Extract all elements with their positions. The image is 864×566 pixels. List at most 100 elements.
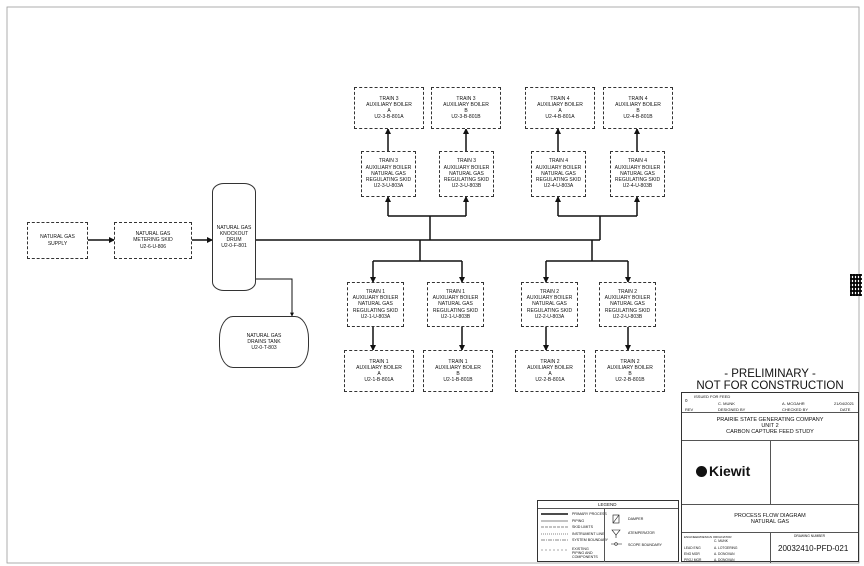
equipment-label-line: REGULATING SKID — [614, 177, 661, 184]
equipment-label-line: REGULATING SKID — [352, 307, 399, 314]
equipment-label-line: NATURAL GAS — [40, 234, 75, 241]
equipment-label-line: METERING SKID — [133, 237, 173, 244]
equipment-label-line: NATURAL GAS — [449, 170, 484, 177]
equipment-label-line: TRAIN 1 — [448, 358, 468, 365]
title-block: 0 ISSUED FOR FEED C. MUNK A. MCGAHR 21/0… — [681, 392, 859, 563]
equipment-label-line: NATURAL GAS — [610, 301, 645, 308]
equipment-label-line: TRAIN 3 — [456, 158, 477, 165]
signoff-divider — [770, 533, 771, 563]
equipment-label-line: TRAIN 2 — [540, 358, 560, 365]
equipment-label-line: NATURAL GAS — [135, 231, 171, 238]
equipment-label-line: REGULATING SKID — [432, 307, 479, 314]
equipment-label-line: U2-4-U-803B — [622, 183, 653, 190]
equipment-label-line: U2-3-B-801A — [374, 114, 404, 121]
preliminary-line1: - PRELIMINARY - — [724, 368, 816, 380]
drawing-title-block: PROCESS FLOW DIAGRAM NATURAL GAS — [682, 505, 858, 533]
equipment-label-line: AUXILIARY BOILER — [352, 295, 399, 302]
equipment-label-line: U2-6-U-806 — [139, 243, 167, 250]
equipment-label-line: U2-1-U-803A — [360, 313, 391, 320]
equipment-label-line: U2-3-U-803A — [373, 183, 404, 190]
equipment-label-line: TRAIN 2 — [617, 288, 638, 295]
legend-symbol-samples — [611, 514, 622, 546]
equipment-label-line: AUXILIARY BOILER — [443, 164, 490, 171]
equipment-label-line: TRAIN 3 — [456, 95, 476, 102]
equipment-label-line: AUXILIARY BOILER — [604, 295, 651, 302]
drawing-title-2: NATURAL GAS — [750, 519, 790, 525]
equipment-label-line: TRAIN 4 — [627, 158, 648, 165]
equipment-label-line: TRAIN 2 — [539, 288, 560, 295]
equipment-label-line: NATURAL GAS — [438, 301, 473, 308]
equipment-label-line: U2-1-B-801A — [364, 377, 394, 384]
drawing-title-1: PROCESS FLOW DIAGRAM — [734, 513, 806, 519]
revision-row: 0 ISSUED FOR FEED C. MUNK A. MCGAHR 21/0… — [682, 393, 858, 413]
equipment-label-line: A — [377, 371, 381, 377]
equipment-label-line: A — [558, 108, 562, 114]
equipment-label-line: REGULATING SKID — [604, 307, 651, 314]
equipment-label-line: U2-2-U-803B — [612, 313, 643, 320]
equipment-label-line: NATURAL GAS — [371, 170, 406, 177]
equipment-label-line: SUPPLY — [47, 240, 68, 247]
unit-name: UNIT 2 — [761, 423, 779, 429]
knockout-drum: NATURAL GAS KNOCKOUT DRUM U2-0-F-801 — [212, 183, 256, 291]
equipment-label-line: NATURAL GAS — [620, 170, 655, 177]
equipment-label-line: B — [456, 371, 460, 377]
equipment-label-line: U2-1-U-803B — [440, 313, 471, 320]
equipment-label-line: KNOCKOUT — [219, 230, 249, 237]
equipment-label-line: A — [387, 108, 391, 114]
equipment-label-line: U2-3-U-803B — [451, 183, 482, 190]
kiewit-logo: Kiewit — [696, 463, 750, 479]
natural-gas-metering-skid: NATURAL GAS METERING SKID U2-6-U-806 — [114, 222, 192, 259]
equipment-label-line: TRAIN 1 — [369, 358, 389, 365]
equipment-label-line: U2-3-B-801B — [451, 114, 481, 121]
equipment-label-line: AUXILIARY BOILER — [432, 295, 479, 302]
equipment-label-line: DRUM — [226, 237, 242, 243]
study-name: CARBON CAPTURE FEED STUDY — [726, 429, 814, 435]
equipment-label-line: AUXILIARY BOILER — [607, 364, 653, 371]
equipment-label-line: B — [636, 108, 640, 114]
equipment-label-line: U2-2-B-801B — [615, 377, 645, 384]
equipment-label-line: TRAIN 1 — [365, 288, 386, 295]
equipment-label-line: TRAIN 4 — [628, 95, 648, 102]
equipment-label-line: U2-2-B-801A — [535, 377, 565, 384]
equipment-label-line: AUXILIARY BOILER — [443, 101, 489, 108]
equipment-label-line: B — [464, 108, 468, 114]
logo-block: Kiewit — [682, 441, 858, 505]
equipment-label-line: TRAIN 4 — [550, 95, 570, 102]
atemperator-icon — [611, 529, 621, 536]
equipment-label-line: AUXILIARY BOILER — [527, 364, 573, 371]
equipment-label-line: AUXILIARY BOILER — [435, 364, 481, 371]
kiewit-logo-icon — [696, 465, 707, 477]
legend-line-samples — [541, 513, 568, 551]
equipment-label-line: REGULATING SKID — [365, 177, 412, 184]
preliminary-line2: NOT FOR CONSTRUCTION — [696, 380, 844, 392]
equipment-label-line: U2-2-U-803A — [534, 313, 565, 320]
company-name: PRAIRIE STATE GENERATING COMPANY — [716, 417, 824, 423]
equipment-label-line: U2-4-U-803A — [543, 183, 574, 190]
equipment-label-line: REGULATING SKID — [526, 307, 573, 314]
equipment-label-line: TRAIN 3 — [378, 158, 399, 165]
equipment-label-line: NATURAL GAS — [532, 301, 567, 308]
legend: LEGEND PRIMARY PROCESS PIPING SKID LIMIT… — [537, 500, 679, 562]
logo-divider — [770, 441, 771, 505]
equipment-label-line: TRAIN 1 — [445, 288, 466, 295]
equipment-label-line: NATURAL GAS — [358, 301, 393, 308]
equipment-label-line: TRAIN 2 — [620, 358, 640, 365]
equipment-label-line: U2-0-F-801 — [221, 243, 247, 250]
equipment-label-line: U2-0-T-803 — [251, 345, 277, 352]
